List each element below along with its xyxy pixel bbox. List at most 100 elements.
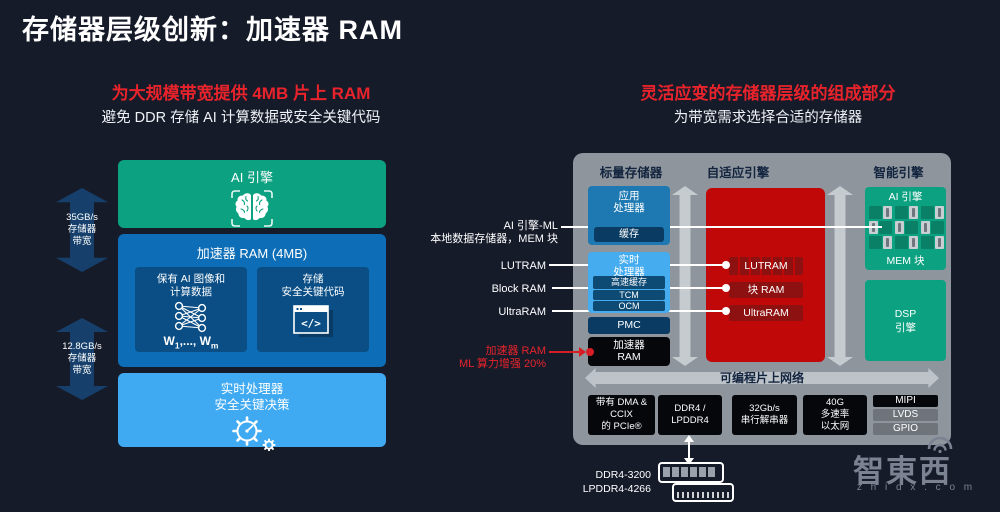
w-sub: m [210,340,219,351]
label-line: 处理器 [613,266,645,278]
label-line: RAM [617,351,641,363]
endpoint-dot [722,307,730,315]
label-line: DSP [894,307,917,320]
pmc-box: PMC [588,317,670,334]
callout-ai-engine-ml: AI 引擎-ML 本地数据存储器，MEM 块 [352,220,558,246]
label-line: 的 PCIe® [601,421,642,432]
tile-core [869,236,882,249]
callout-line-lutram [549,264,573,266]
callout-line-aiml [573,226,882,228]
ai-tile [869,206,892,219]
brain-icon [231,190,273,227]
ai-tile-row [869,236,944,249]
label-line: 安全关键决策 [214,398,290,412]
left-subline: 避免 DDR 存储 AI 计算数据或安全关键代码 [101,110,381,126]
page-title: 存储器层级创新：加速器 RAM [22,15,403,45]
mem-chip-icon [909,236,918,249]
rt-memories: 高速缓存 TCM OCM [593,275,665,311]
pcie-box: 带有 DMA & CCIX 的 PCIe® [588,395,655,435]
label-line: 带有 DMA & [595,397,648,408]
bw-line: 存储器 [67,353,97,364]
realtime-processor-soc-box: 实时 处理器 高速缓存 TCM OCM [588,252,670,313]
callout-line: 本地数据存储器，MEM 块 [430,233,558,245]
mem-chip-icon [883,206,892,219]
label-line: 40G [826,397,844,408]
mem-chip-icon [895,221,904,234]
label-line: DDR4 / [674,403,706,414]
red-arrowhead-icon [579,347,586,357]
label-line: 计算数据 [170,286,212,298]
callout-line-ultraram [552,310,573,312]
hold-ai-data-box: 保有 AI 图像和 计算数据 W1,..., Wm [135,267,247,352]
ultraram-box: UltraRAM [729,305,803,321]
tile-core [879,221,892,234]
store-code-box: 存储 安全关键代码 </> [257,267,369,352]
lvds-box: LVDS [873,409,938,421]
bandwidth-arrow-35gbs: 35GB/s 存储器 带宽 [56,188,108,272]
tile-core [895,236,908,249]
label-line: 实时处理器 [220,382,284,396]
bw-line: 带宽 [72,365,92,376]
mem-chip-icon [935,236,944,249]
ai-tile [895,206,918,219]
column-header-intelligent: 智能引擎 [873,166,924,180]
realtime-processor-label: 实时处理器 安全关键决策 [118,373,386,413]
mem-chip-icon [883,236,892,249]
mem-block-label: MEM 块 [886,255,925,267]
ai-engine-label: AI 引擎 [231,170,273,185]
bandwidth-12-label: 12.8GB/s 存储器 带宽 [56,318,108,400]
right-headline: 灵活应变的存储器层级的组成部分 [640,84,896,103]
label-line: LPDDR4-4266 [582,483,651,495]
ai-tile [895,221,918,234]
logo-wordmark: 智東西 [853,454,952,489]
hold-ai-data-label: 保有 AI 图像和 计算数据 [135,267,247,299]
accelerator-ram-box: 加速器 RAM (4MB) 保有 AI 图像和 计算数据 W1,..., Wm [118,234,386,367]
label-line: 串行解串器 [740,415,789,426]
ethernet-box: 40G 多速率 以太网 [803,395,867,435]
bw-line: 存储器 [67,224,97,235]
bw-line: 35GB/s [66,212,98,223]
tile-core [921,206,934,219]
w-part: ,..., W [179,334,211,348]
mipi-box: MIPI [873,395,938,407]
realtime-processor-box: 实时处理器 安全关键决策 [118,373,386,451]
accelerator-ram-soc-box: 加速器 RAM [588,337,670,366]
label-line: DDR4-3200 [595,469,651,481]
label-line: 引擎 [895,321,916,334]
application-processor-label: 应用 处理器 [588,186,670,214]
noc-band-arrow [585,368,939,388]
tile-core [921,236,934,249]
callout-ultraram: UltraRAM [498,306,546,318]
dsp-engine-box: DSP 引擎 [865,280,946,361]
w-part: W [163,334,175,348]
callout-accel-ram: 加速器 RAM ML 算力增强 20% [406,345,546,371]
callout-line-aiml [561,226,573,228]
label-line: 加速器 [613,339,645,351]
tile-core [869,206,882,219]
tcm-box: TCM [593,290,665,300]
callout-line: 加速器 RAM [485,345,547,357]
ai-engine-array-label: AI 引擎 [888,191,923,203]
ocm-box: OCM [593,301,665,311]
label-line: CCIX [610,409,633,420]
ai-tile-row [869,206,944,219]
ai-tile [921,206,944,219]
adaptive-engine-box: LUTRAM 块 RAM UltraRAM [706,188,825,362]
logo-signal-icon [927,437,953,453]
endpoint-dot [722,284,730,292]
gears-gauge-icon [232,416,276,451]
callout-line: ML 算力增强 20% [458,358,546,370]
tile-core [931,221,944,234]
ai-engine-array-box: AI 引擎 MEM 块 [865,187,946,270]
label-line: 存储 [302,273,324,285]
label-line: 安全关键代码 [281,286,345,298]
io-stack: MIPI LVDS GPIO [873,395,938,435]
accelerator-ram-label: 加速器 RAM (4MB) [196,246,308,261]
soc-diagram: 标量存储器 自适应引擎 智能引擎 应用 处理器 缓存 实时 处理器 [573,153,951,445]
left-headline: 为大规模带宽提供 4MB 片上 RAM [111,84,371,103]
label-line: 应用 [618,190,640,202]
gpio-box: GPIO [873,423,938,435]
label-line: 32Gb/s [749,403,780,414]
mem-chip-icon [909,206,918,219]
